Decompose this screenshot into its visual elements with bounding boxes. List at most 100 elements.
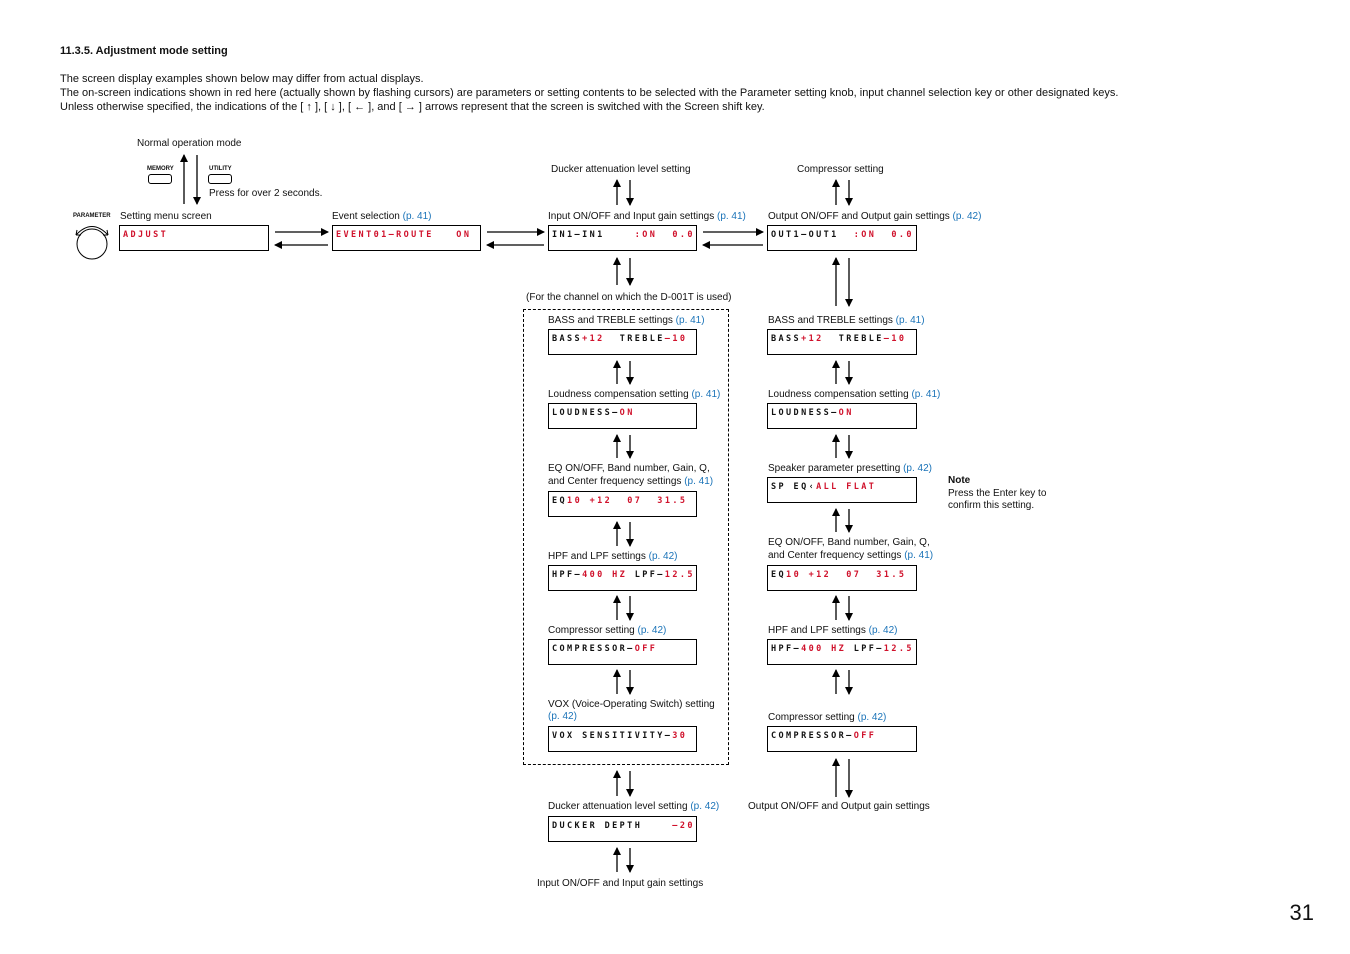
left-eq-label-2: and Center frequency settings (p. 41) (548, 475, 713, 488)
memory-key-label: MEMORY (147, 166, 174, 172)
event-selection-label: Event selection (p. 41) (332, 210, 432, 223)
display-value: –10 (883, 334, 907, 344)
left-loudness-label: Loudness compensation setting (p. 41) (548, 388, 720, 401)
display-value: DUCKER DEPTH (552, 821, 643, 831)
display-value: COMPRESSOR– (552, 644, 635, 654)
utility-key (208, 174, 232, 184)
display-value: OUT1–OUT1 (771, 230, 839, 240)
intro-line-3: Unless otherwise specified, the indicati… (60, 101, 765, 113)
display-value: LOUDNESS– (552, 408, 620, 418)
display-value: 400 HZ (582, 570, 628, 580)
display-value: 30 (672, 731, 688, 741)
label-text: Input ON/OFF and Input gain settings (548, 211, 715, 222)
d001t-group-frame (523, 309, 729, 765)
left-hpf-label: HPF and LPF settings (p. 42) (548, 550, 678, 563)
display-value: 31.5 (657, 496, 688, 506)
label-text: BASS and TREBLE settings (768, 315, 893, 326)
display-value: 400 HZ (801, 644, 847, 654)
left-vox-display: VOX SENSITIVITY–30 (548, 726, 697, 752)
setting-menu-label: Setting menu screen (120, 211, 212, 222)
note-title: Note (948, 475, 971, 486)
display-value: HPF– (552, 570, 583, 580)
page-ref: (p. 42) (868, 625, 898, 636)
right-bass-label: BASS and TREBLE settings (p. 41) (768, 314, 925, 327)
intro-text: The screen display examples shown below … (60, 72, 1118, 114)
right-eq-display: EQ10 +12 07 31.5 (767, 565, 917, 591)
note-line-1: Press the Enter key to (948, 488, 1047, 499)
right-loudness-label: Loudness compensation setting (p. 41) (768, 388, 940, 401)
label-text: and Center frequency settings (548, 476, 682, 487)
compressor-top-label: Compressor setting (797, 164, 884, 175)
display-value: OFF (634, 644, 658, 654)
left-ducker-display: DUCKER DEPTH –20 (548, 816, 697, 842)
display-value: 0.0 (891, 230, 914, 240)
intro-line-1: The screen display examples shown below … (60, 73, 424, 85)
display-value: EVENT01–ROUTE (336, 230, 434, 240)
display-value: ALL FLAT (816, 482, 877, 492)
display-value: 10 (567, 496, 583, 506)
display-value: HPF– (771, 644, 802, 654)
output-gain-display: OUT1–OUT1 :ON 0.0 (767, 225, 917, 251)
left-compressor-label: Compressor setting (p. 42) (548, 624, 666, 637)
label-text: HPF and LPF settings (768, 625, 866, 636)
display-value: :ON (853, 230, 877, 240)
display-value: +12 07 (589, 496, 643, 506)
label-text: Event selection (332, 211, 400, 222)
right-compressor-display: COMPRESSOR–OFF (767, 726, 917, 752)
display-value: 31.5 (876, 570, 907, 580)
label-text: Loudness compensation setting (548, 389, 689, 400)
d001t-note: (For the channel on which the D-001T is … (526, 292, 732, 303)
setting-menu-display: ADJUST (119, 225, 269, 251)
ducker-top-label: Ducker attenuation level setting (551, 164, 691, 175)
label-text: Speaker parameter presetting (768, 463, 901, 474)
display-value: EQ (552, 496, 568, 506)
display-value: OFF (853, 731, 877, 741)
display-value: :ON (634, 230, 658, 240)
left-vox-page-ref: (p. 42) (548, 711, 577, 722)
intro-line-2: The on-screen indications shown in red h… (60, 87, 1119, 99)
page-ref: (p. 41) (691, 389, 721, 400)
display-value: LPF– (634, 570, 665, 580)
display-value: SP EQ (771, 482, 809, 492)
display-value: VOX SENSITIVITY– (552, 731, 673, 741)
page-ref: (p. 41) (684, 476, 714, 487)
left-compressor-display: COMPRESSOR–OFF (548, 639, 697, 665)
page-number: 31 (1289, 900, 1314, 925)
input-gain-label: Input ON/OFF and Input gain settings (p.… (548, 210, 746, 223)
section-title: 11.3.5. Adjustment mode setting (60, 45, 228, 57)
page-ref: (p. 42) (648, 551, 678, 562)
normal-mode-label: Normal operation mode (137, 138, 242, 149)
press-instruction: Press for over 2 seconds. (209, 188, 323, 199)
display-value: +12 (582, 334, 605, 344)
page-ref: (p. 41) (716, 211, 746, 222)
left-ducker-label: Ducker attenuation level setting (p. 42) (548, 800, 719, 813)
right-compressor-label: Compressor setting (p. 42) (768, 711, 886, 724)
label-text: Loudness compensation setting (768, 389, 909, 400)
parameter-knob-label: PARAMETER (73, 213, 111, 219)
right-bass-display: BASS+12 TREBLE–10 (767, 329, 917, 355)
page-ref: (p. 41) (895, 315, 925, 326)
label-text: Ducker attenuation level setting (548, 801, 688, 812)
output-gain-label: Output ON/OFF and Output gain settings (… (768, 210, 981, 223)
page-ref: (p. 42) (903, 463, 932, 474)
left-bottom-label: Input ON/OFF and Input gain settings (537, 878, 704, 889)
display-value: +12 07 (808, 570, 862, 580)
display-value: 12.5 (664, 570, 695, 580)
display-value: BASS (552, 334, 583, 344)
left-eq-label-1: EQ ON/OFF, Band number, Gain, Q, (548, 463, 710, 474)
memory-key (148, 174, 172, 184)
right-hpf-label: HPF and LPF settings (p. 42) (768, 624, 898, 637)
left-loudness-display: LOUDNESS–ON (548, 403, 697, 429)
left-bass-display: BASS+12 TREBLE–10 (548, 329, 697, 355)
display-value: –10 (664, 334, 688, 344)
page-ref: (p. 42) (637, 625, 667, 636)
label-text: BASS and TREBLE settings (548, 315, 673, 326)
left-bass-label: BASS and TREBLE settings (p. 41) (548, 314, 705, 327)
display-value: EQ (771, 570, 787, 580)
right-sp-display: SP EQ‹ALL FLAT (767, 477, 917, 503)
event-display: EVENT01–ROUTE ON (332, 225, 481, 251)
right-eq-label-1: EQ ON/OFF, Band number, Gain, Q, (768, 537, 930, 548)
note-line-2: confirm this setting. (948, 500, 1035, 511)
display-value: TREBLE (838, 334, 884, 344)
display-value: TREBLE (619, 334, 665, 344)
